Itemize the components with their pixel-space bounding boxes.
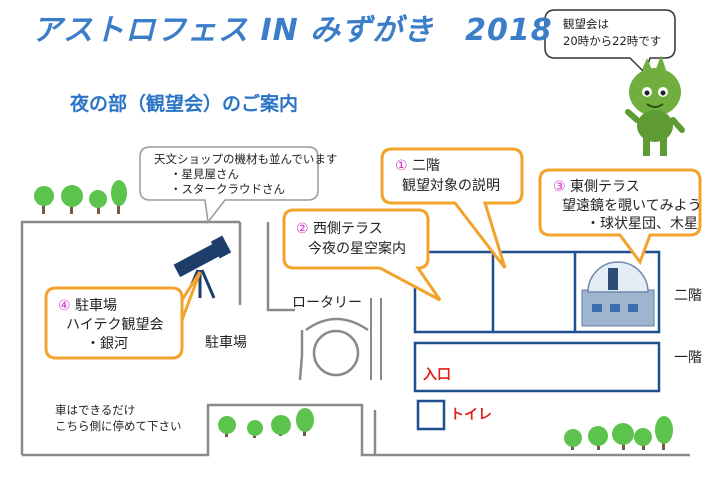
- callout-bubbles: [44, 147, 702, 360]
- callout-2-number: ②: [296, 221, 309, 237]
- page-title: アストロフェス IN みずがき 2018: [32, 13, 553, 48]
- callout-4-line1: ハイテク観望会: [66, 317, 164, 333]
- site-boundary: [20, 220, 690, 457]
- callout-1-title: ① 二階: [395, 157, 440, 175]
- parking-note-line2: こちら側に停めて下さい: [55, 419, 182, 433]
- observatory-dome-icon: [581, 261, 655, 327]
- callout-1-bubble: [380, 147, 524, 269]
- floor2-label: 二階: [674, 288, 702, 304]
- callout-3-number: ③: [553, 179, 566, 195]
- parking-label: 駐車場: [205, 335, 247, 351]
- page-subtitle: 夜の部（観望会）のご案内: [70, 93, 299, 115]
- callout-3-line1: 望遠鏡を覗いてみよう: [562, 198, 702, 214]
- callout-1-line: 観望対象の説明: [402, 178, 500, 194]
- callout-3-line2: ・球状星団、木星: [586, 216, 698, 232]
- callout-2-heading: 西側テラス: [313, 221, 383, 237]
- shop-note-line3: ・スタークラウドさん: [170, 182, 285, 196]
- toilet-label: トイレ: [450, 407, 492, 423]
- callout-4-line2: ・銀河: [86, 336, 128, 352]
- callout-3-bubble: [538, 168, 702, 266]
- callout-4-number: ④: [58, 298, 71, 314]
- callout-1-number: ①: [395, 158, 408, 174]
- callout-1-heading: 二階: [412, 158, 441, 174]
- rotary-arc: [305, 317, 369, 332]
- character-bubble-line1: 観望会は: [563, 17, 609, 31]
- shop-note-line2: ・星見屋さん: [170, 167, 239, 181]
- entrance-label: 入口: [423, 367, 451, 383]
- trees: [34, 180, 673, 450]
- callout-2-bubble: [282, 208, 442, 302]
- shop-note-line1: 天文ショップの機材も並んでいます: [154, 152, 338, 166]
- callout-3-title: ③ 東側テラス: [553, 178, 640, 196]
- shop-note-bubble: [139, 146, 319, 224]
- rotary-label: ロータリー: [292, 295, 362, 311]
- callout-4-bubble: [44, 271, 202, 360]
- road-lines: [370, 298, 382, 380]
- parking-note-line1: 車はできるだけ: [55, 403, 136, 417]
- character-bubble-line2: 20時から22時です: [563, 34, 662, 48]
- floor1-label: 一階: [674, 350, 702, 366]
- mascot-icon: [625, 55, 685, 156]
- building: [413, 250, 661, 431]
- callout-4-heading: 駐車場: [75, 298, 118, 314]
- callout-4-title: ④ 駐車場: [58, 297, 117, 315]
- callout-3-heading: 東側テラス: [570, 179, 640, 195]
- callout-2-line: 今夜の星空案内: [308, 241, 406, 257]
- rotary-circle: [312, 329, 360, 377]
- callout-2-title: ② 西側テラス: [296, 220, 383, 238]
- telescope-icon: [173, 235, 232, 299]
